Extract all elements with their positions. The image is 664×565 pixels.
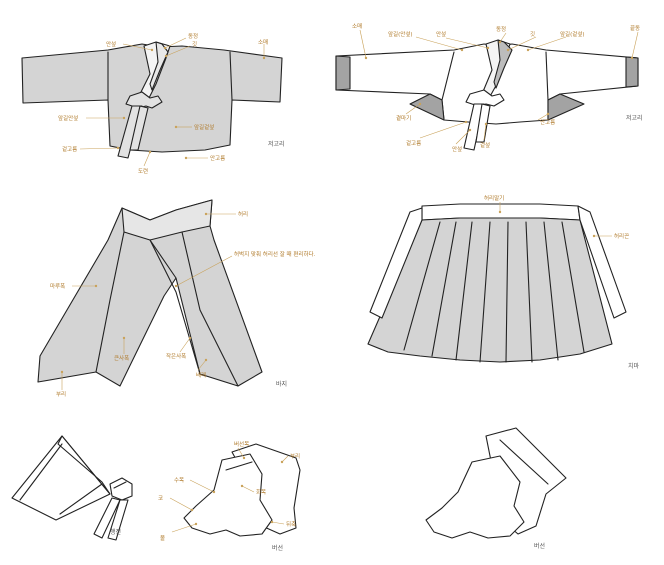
label-goreum: 겉고름 — [62, 145, 77, 153]
caption-haengjeon: 행전 — [110, 528, 121, 536]
beoseon-plain-front — [425, 455, 525, 539]
label-buri: 부리 — [56, 390, 66, 398]
jeogori-white-ribbon — [465, 89, 505, 107]
label-otgorum-left: 앞길안섶 — [58, 114, 78, 122]
beoseon-plain-panel: 버선 — [425, 427, 567, 550]
label-gyeotmagi: 곁마기 — [396, 114, 411, 122]
label-baji-pok: 마루폭 — [50, 282, 65, 290]
caption-beoseon-labeled: 버선 — [272, 544, 283, 552]
label-sleeve-left: 소매 — [352, 22, 362, 30]
caption-jeogori-gray: 저고리 — [268, 140, 285, 148]
label-ansip: 안섶 — [436, 30, 446, 38]
label-an-goreum: 안고름 — [210, 155, 225, 162]
jeogori-white-cuff-left — [335, 55, 351, 91]
label-doreon: 도련 — [138, 168, 148, 175]
label-git: 깃 — [192, 41, 197, 48]
label-ko: 코 — [158, 495, 163, 502]
jeogori-white-panel: 소매 앞길(안섶) 안섶 동정 깃 앞길(겉섶) 끝동 곁마기 겉고름 안섶 겉… — [335, 22, 643, 153]
label-heorikkeun: 허리끈 — [614, 232, 629, 240]
label-beoseonmok: 버선목 — [234, 440, 249, 448]
caption-jeogori-white: 저고리 — [626, 114, 643, 122]
chima-body — [367, 217, 613, 363]
label-an-goreum: 안고름 — [540, 119, 555, 126]
label-otgorum-right: 앞길겉섶 — [194, 123, 214, 131]
chima-panel: 허리말기 허리끈 치마 — [367, 194, 640, 370]
label-goreum: 겉고름 — [406, 139, 421, 147]
label-kkeutdong: 끝동 — [630, 25, 640, 32]
label-dwichuk: 뒤축 — [286, 520, 296, 528]
haengjeon-tie — [109, 477, 133, 501]
beoseon-front — [183, 453, 273, 537]
jeogori-gray-panel: 안섶 동정 깃 소매 앞길안섶 앞길겉섶 겉고름 안고름 도련 저고리 — [21, 33, 285, 175]
caption-beoseon-plain: 버선 — [534, 542, 545, 550]
label-buri: 부리 — [290, 452, 300, 460]
label-heori: 허리 — [238, 210, 248, 218]
label-dongjeong: 동정 — [496, 26, 506, 33]
label-ansup: 안섶 — [452, 145, 462, 153]
caption-chima: 치마 — [628, 362, 640, 370]
label-git: 깃 — [530, 31, 535, 38]
jeogori-white-cuff-right — [625, 56, 639, 88]
label-dae: 배래 — [196, 371, 206, 379]
label-dongjeong: 동정 — [188, 33, 198, 40]
label-ap-left: 앞길(안섶) — [388, 30, 413, 38]
label-jageun-sapok: 작은사폭 — [166, 352, 186, 360]
label-ap-right: 앞길(겉섶) — [560, 30, 585, 38]
baji-panel: 허리 허벅지 맞춰 허리선 잘 때 편리하다. 마루폭 큰사폭 작은사폭 배래 … — [37, 199, 316, 398]
label-ansip: 안섶 — [106, 40, 116, 48]
label-geotseop: 겉섶 — [480, 141, 490, 149]
label-keun-sapok: 큰사폭 — [114, 354, 129, 362]
label-heoritdi: 허리말기 — [484, 194, 504, 202]
label-hoemok: 회목 — [256, 488, 266, 496]
beoseon-labeled-panel: 버선목 부리 수목 회목 코 뒤축 볼 버선 — [158, 440, 301, 552]
haengjeon-cloth — [11, 435, 111, 521]
label-sumok: 수목 — [174, 477, 184, 484]
label-sleeve: 소매 — [258, 38, 268, 46]
label-baji-note: 허벅지 맞춰 허리선 잘 때 편리하다. — [234, 250, 316, 258]
label-bol: 볼 — [160, 535, 165, 542]
haengjeon-panel: 행전 — [11, 435, 133, 541]
caption-baji: 바지 — [276, 380, 287, 388]
